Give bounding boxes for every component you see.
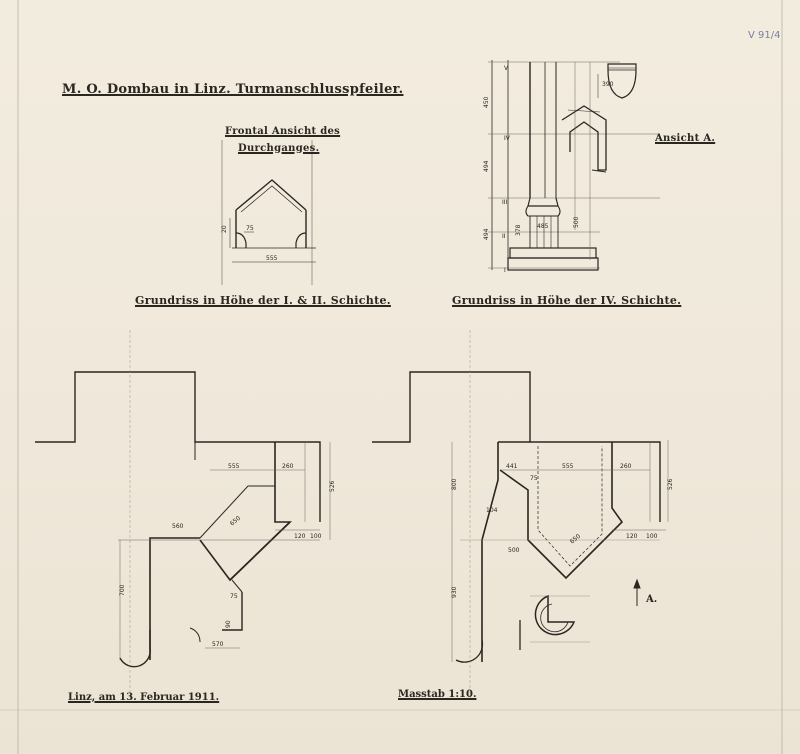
dim-plan-right-c: 260 bbox=[620, 463, 632, 470]
floor-plan-right bbox=[372, 330, 669, 700]
pier-elevation bbox=[488, 60, 660, 271]
arrow-label: A. bbox=[646, 594, 658, 605]
sheet-title: M. O. Dombau in Linz. Turmanschlusspfeil… bbox=[62, 82, 404, 97]
course-label-1: I bbox=[504, 267, 506, 274]
dim-elev-3: 494 bbox=[483, 228, 490, 240]
elevation-dimensions: 450 494 494 390 378 485 500 bbox=[483, 81, 614, 240]
dim-plan-right-d: 526 bbox=[667, 478, 674, 490]
scale-label: Masstab 1:10. bbox=[398, 689, 477, 700]
course-label-5: V bbox=[504, 65, 509, 72]
dim-frontal-width: 555 bbox=[266, 255, 278, 262]
course-label-3: III bbox=[502, 199, 508, 206]
dim-plan-left-c: 526 bbox=[329, 480, 336, 492]
course-labels: V IV III II I bbox=[502, 65, 511, 274]
dim-plan-right-a: 441 bbox=[506, 463, 518, 470]
dim-plan-right-i: 800 bbox=[451, 478, 458, 490]
dim-plan-left-j: 75 bbox=[230, 593, 238, 600]
dim-plan-left-h: 120 bbox=[294, 533, 306, 540]
dim-plan-right-g: 500 bbox=[508, 547, 520, 554]
frontal-title-line1: Frontal Ansicht des bbox=[225, 126, 341, 137]
course-label-4: IV bbox=[504, 135, 511, 142]
ansicht-label: Ansicht A. bbox=[655, 133, 716, 144]
dim-elev-4: 390 bbox=[602, 81, 614, 88]
dim-plan-right-j: 930 bbox=[451, 586, 458, 598]
grundriss-right-title: Grundriss in Höhe der IV. Schichte. bbox=[452, 294, 682, 307]
dim-plan-right-l: 100 bbox=[646, 533, 658, 540]
plan-left-dimensions: 555 260 526 560 650 700 120 100 75 90 57… bbox=[119, 463, 336, 648]
dim-plan-left-i: 100 bbox=[310, 533, 322, 540]
frontal-title-line2: Durchganges. bbox=[238, 143, 320, 154]
dim-elev-2: 494 bbox=[483, 160, 490, 172]
date-line: Linz, am 13. Februar 1911. bbox=[68, 692, 220, 703]
dim-plan-left-g: 700 bbox=[119, 584, 126, 596]
course-label-2: II bbox=[502, 233, 506, 240]
catalog-number: V 91/4 bbox=[748, 30, 781, 41]
dim-plan-left-k: 90 bbox=[225, 620, 232, 628]
dim-plan-left-a: 555 bbox=[228, 463, 240, 470]
dim-plan-right-e: 75 bbox=[530, 475, 538, 482]
floor-plan-left bbox=[35, 330, 331, 700]
dim-elev-6: 378 bbox=[515, 224, 522, 236]
dim-frontal-height: 20 bbox=[221, 225, 228, 233]
dim-plan-left-d: 560 bbox=[172, 523, 184, 530]
dim-plan-right-h: 650 bbox=[569, 533, 582, 546]
dim-plan-left-b: 260 bbox=[282, 463, 294, 470]
dim-plan-left-e: 650 bbox=[229, 515, 242, 528]
dim-plan-right-k: 120 bbox=[626, 533, 638, 540]
dim-plan-right-b: 555 bbox=[562, 463, 574, 470]
dim-plan-left-l: 570 bbox=[212, 641, 224, 648]
frontal-view bbox=[221, 140, 316, 285]
grundriss-left-title: Grundriss in Höhe der I. & II. Schichte. bbox=[135, 294, 391, 307]
dim-elev-8: 485 bbox=[537, 223, 549, 230]
dim-frontal-side: 75 bbox=[246, 225, 254, 232]
dim-plan-right-f: 104 bbox=[486, 507, 498, 514]
dim-elev-7: 500 bbox=[573, 216, 580, 228]
dim-elev-1: 450 bbox=[483, 96, 490, 108]
view-arrow-icon bbox=[633, 578, 641, 606]
